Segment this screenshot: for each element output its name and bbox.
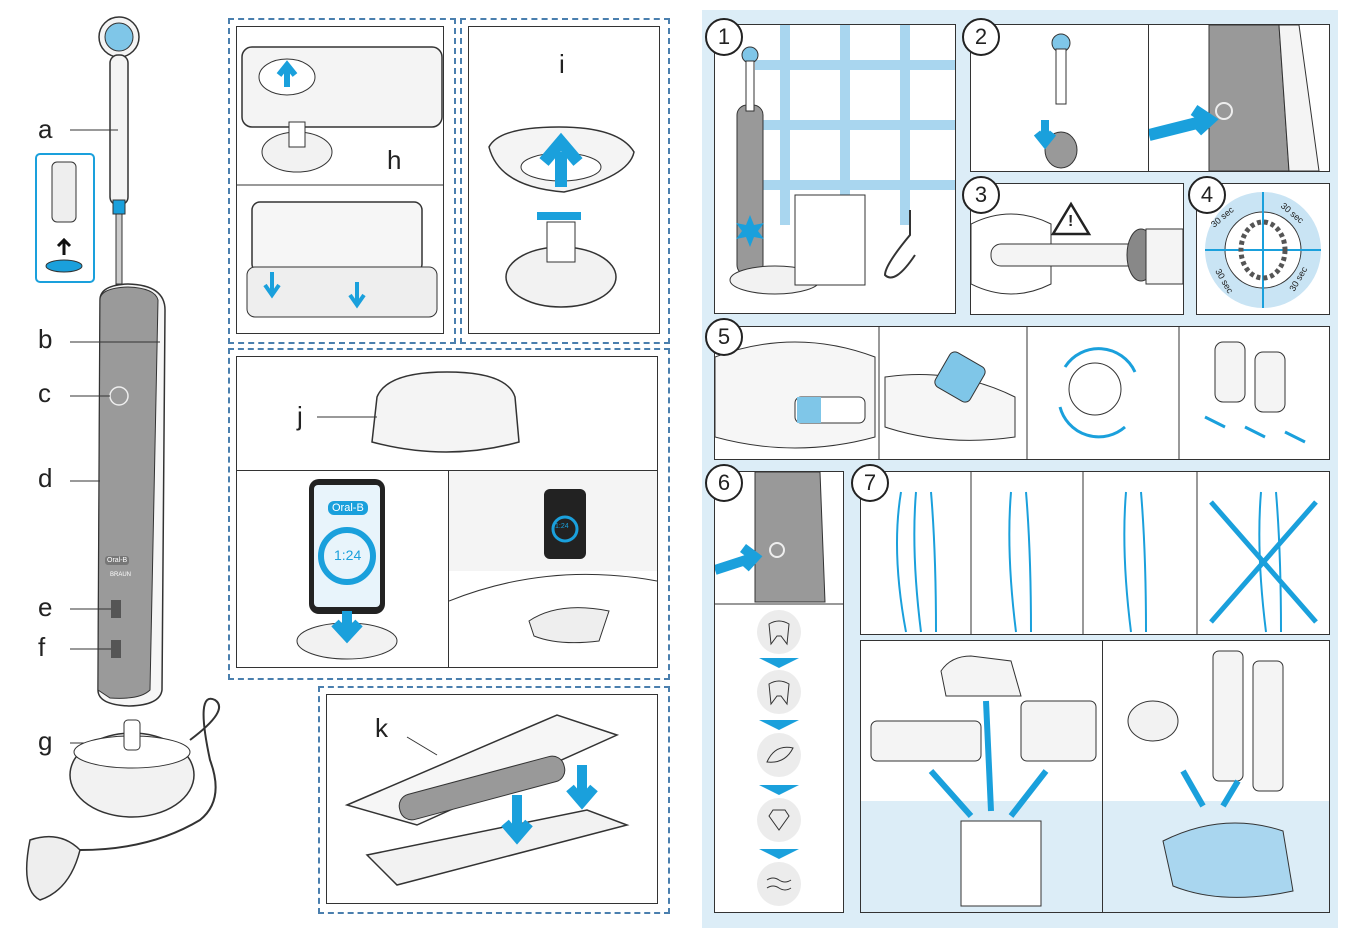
label-e: e bbox=[38, 592, 53, 622]
panel-h: h bbox=[236, 26, 444, 334]
panel-j-top: j bbox=[236, 356, 658, 472]
panel-k: k bbox=[326, 694, 658, 904]
car-phone-timer: 1:24 bbox=[555, 523, 569, 530]
step-7-rinse-illustration bbox=[896, 472, 1318, 634]
step-3-number: 3 bbox=[962, 176, 1000, 214]
warning-icon: ! bbox=[1068, 213, 1074, 230]
step-7-dishwasher-panel bbox=[860, 640, 1104, 913]
label-f: f bbox=[38, 632, 46, 662]
step-2-number: 2 bbox=[962, 18, 1000, 56]
waves-icon bbox=[766, 877, 792, 891]
panel-j-car: 1:24 bbox=[448, 470, 658, 668]
label-b: b bbox=[38, 324, 53, 354]
tooth-plus-icon bbox=[768, 680, 790, 706]
handle-braun: BRAUN bbox=[110, 572, 132, 578]
step-6-number: 6 bbox=[705, 464, 743, 502]
step-7-wipe-illustration bbox=[1103, 650, 1329, 912]
step-1-number: 1 bbox=[705, 18, 743, 56]
toothbrush-overview: a b c d e f g Oral-B BRAUN bbox=[0, 0, 230, 938]
step-4-panel: 30 sec 30 sec 30 sec 30 sec bbox=[1196, 183, 1330, 315]
step-2-panel-a bbox=[970, 24, 1150, 172]
step-1-illustration bbox=[729, 25, 955, 295]
travel-case-illustration bbox=[344, 714, 630, 886]
brush-head-holder-illustration bbox=[237, 46, 443, 318]
step-5-number: 5 bbox=[705, 318, 743, 356]
smartphone-holder-illustration bbox=[296, 479, 398, 660]
step-7-number: 7 bbox=[851, 464, 889, 502]
label-c: c bbox=[38, 378, 51, 408]
step-4-quadrant-timer bbox=[1205, 192, 1321, 308]
step-3-pressure-warning bbox=[971, 201, 1183, 295]
phone-logo: Oral-B bbox=[328, 501, 368, 515]
toothbrush-illustration bbox=[25, 16, 221, 901]
label-i: i bbox=[559, 49, 565, 79]
panel-i: i bbox=[468, 26, 660, 334]
label-a: a bbox=[38, 114, 53, 144]
tooth-icon bbox=[768, 620, 790, 646]
label-h: h bbox=[387, 145, 402, 175]
phone-timer: 1:24 bbox=[334, 547, 362, 563]
label-k: k bbox=[375, 713, 388, 743]
brush-head-cap-illustration bbox=[317, 371, 520, 453]
feather-icon bbox=[766, 746, 794, 763]
step-1-panel bbox=[714, 24, 956, 314]
step-7-rinse-panel bbox=[860, 471, 1330, 635]
diamond-icon bbox=[768, 809, 790, 831]
step-3-panel: ! bbox=[970, 183, 1184, 315]
step-7-dishwasher-illustration bbox=[861, 655, 1103, 912]
car-mount-illustration bbox=[449, 471, 657, 644]
step-5-panel bbox=[714, 326, 1330, 460]
step-5-brushing-technique bbox=[715, 327, 1306, 459]
panel-j-phone: Oral-B 1:24 bbox=[236, 470, 450, 668]
step-7-cleaning-panel bbox=[1102, 640, 1330, 913]
step-2-panel-b bbox=[1148, 24, 1330, 172]
step-2-attach-head bbox=[1033, 33, 1078, 169]
handle-logo: Oral-B bbox=[105, 556, 130, 565]
label-j: j bbox=[297, 401, 303, 431]
charger-stand-illustration bbox=[488, 126, 635, 308]
step-4-number: 4 bbox=[1188, 176, 1226, 214]
step-2-press-button bbox=[1149, 25, 1320, 171]
label-d: d bbox=[38, 463, 53, 493]
label-g: g bbox=[38, 726, 53, 756]
step-6-panel bbox=[714, 471, 844, 913]
step-6-modes bbox=[715, 472, 843, 906]
